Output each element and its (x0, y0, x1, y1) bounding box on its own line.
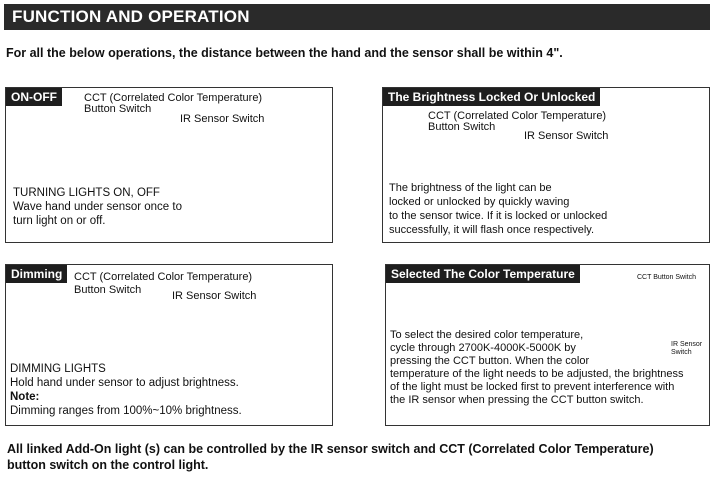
dimming-note-label: Note: (10, 391, 40, 403)
dimming-ir-label: IR Sensor Switch (172, 290, 257, 302)
on-off-cct-label: CCT (Correlated Color Temperature) (84, 92, 263, 104)
badge-1x: 1x (191, 164, 206, 179)
dimming-cct-label-2: Button Switch (74, 284, 142, 296)
brightness-cct-label: CCT (Correlated Color Temperature) (428, 110, 607, 122)
color-temp-desc-1: To select the desired color temperature, (390, 329, 584, 341)
footer-note: All linked Add-On light (s) can be contr… (7, 441, 707, 473)
footer-line-1: All linked Add-On light (s) can be contr… (7, 442, 654, 456)
color-temp-desc-5: of the light must be locked first to pre… (390, 381, 675, 393)
brightness-desc-3: to the sensor twice. If it is locked or … (389, 210, 608, 222)
inset-cct-label: CCT Button Switch (637, 274, 697, 281)
inset-ir-label-2: Switch (671, 349, 692, 356)
color-temp-desc-3: pressing the CCT button. When the color (390, 355, 590, 367)
tag-brightness: The Brightness Locked Or Unlocked (383, 88, 601, 106)
brightness-desc-1: The brightness of the light can be (389, 182, 552, 194)
color-temp-desc-6: the IR sensor when pressing the CCT butt… (390, 394, 644, 406)
on-off-cct-label-2: Button Switch (84, 103, 152, 115)
brightness-cct-label-2: Button Switch (428, 121, 496, 133)
badge-2x: 2x (592, 177, 607, 192)
page-header: FUNCTION AND OPERATION (4, 4, 710, 30)
dimming-cct-label: CCT (Correlated Color Temperature) (74, 271, 253, 283)
panel-dimming (5, 264, 333, 426)
footer-line-2: button switch on the control light. (7, 458, 209, 472)
on-off-desc-2: Wave hand under sensor once to (13, 201, 182, 213)
tag-on-off: ON-OFF (6, 88, 62, 106)
color-temp-desc-2: cycle through 2700K-4000K-5000K by (390, 342, 576, 354)
color-temp-desc-4: temperature of the light needs to be adj… (390, 368, 684, 380)
brightness-desc-2: locked or unlocked by quickly waving (389, 196, 570, 208)
panel-color-temp (385, 264, 710, 426)
dimming-desc-1: DIMMING LIGHTS (10, 363, 106, 375)
dimming-desc-2: Hold hand under sensor to adjust brightn… (10, 377, 239, 389)
brightness-desc-4: successfully, it will flash once respect… (389, 224, 594, 236)
on-off-desc-3: turn light on or off. (13, 215, 106, 227)
on-off-desc-1: TURNING LIGHTS ON, OFF (13, 187, 160, 199)
inset-ir-label-1: IR Sensor (671, 341, 703, 348)
tag-color-temp: Selected The Color Temperature (386, 265, 580, 283)
intro-text: For all the below operations, the distan… (6, 46, 563, 60)
page-title: FUNCTION AND OPERATION (12, 7, 250, 26)
brightness-ir-label: IR Sensor Switch (524, 130, 609, 142)
tag-dimming: Dimming (6, 265, 68, 283)
dimming-desc-3: Dimming ranges from 100%~10% brightness. (10, 405, 242, 417)
panel-on-off (5, 87, 333, 243)
panel-brightness (382, 87, 710, 243)
on-off-ir-label: IR Sensor Switch (180, 113, 265, 125)
